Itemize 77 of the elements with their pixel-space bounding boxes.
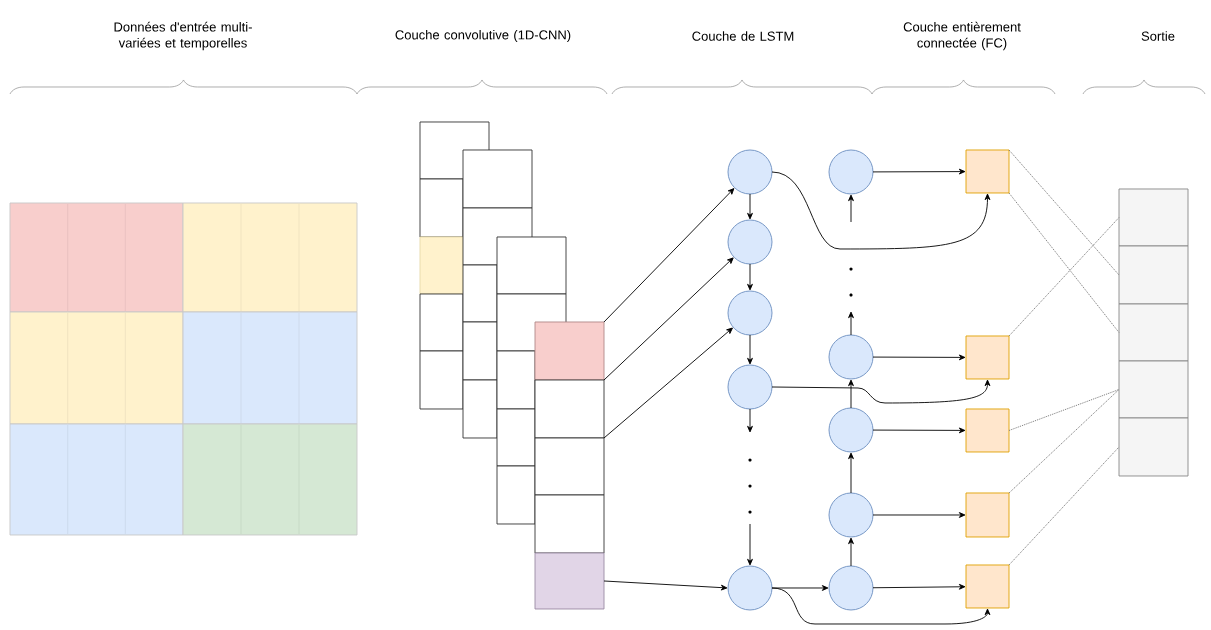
lstm-cell bbox=[828, 149, 874, 195]
arrow bbox=[603, 580, 728, 591]
curved-arrow bbox=[771, 171, 991, 250]
input-cell bbox=[9, 311, 184, 425]
arrow bbox=[747, 334, 753, 365]
feature-map-cell bbox=[496, 236, 567, 295]
feature-map-cell bbox=[462, 149, 533, 209]
feature-map-cell bbox=[534, 437, 605, 496]
lstm-cell bbox=[727, 149, 773, 195]
connection-line bbox=[1008, 149, 1120, 276]
curved-arrow bbox=[771, 379, 991, 404]
dense-unit bbox=[965, 492, 1010, 538]
feature-map-cell bbox=[534, 379, 605, 439]
feature-map-cell bbox=[419, 350, 464, 410]
arrow bbox=[848, 452, 854, 494]
feature-map-cell bbox=[496, 465, 536, 525]
dense-unit bbox=[965, 335, 1010, 380]
section-heading: Couche convolutive (1D-CNN) bbox=[395, 29, 571, 43]
feature-map-cell bbox=[534, 321, 605, 381]
arrow bbox=[747, 408, 753, 433]
arrow bbox=[747, 263, 753, 291]
feature-map-cell bbox=[419, 178, 464, 238]
dense-unit bbox=[965, 564, 1010, 609]
connection-line bbox=[1008, 446, 1120, 566]
arrow bbox=[872, 427, 966, 434]
section-heading: Couche entièrement connectée (FC) bbox=[903, 21, 1021, 51]
feature-map-cell bbox=[462, 321, 498, 381]
arrow bbox=[747, 193, 753, 220]
lstm-cell bbox=[828, 492, 874, 538]
output-cell bbox=[1118, 245, 1189, 305]
feature-map-cell bbox=[496, 408, 536, 467]
arrow bbox=[872, 512, 966, 518]
output-cell bbox=[1118, 360, 1189, 419]
curved-arrow bbox=[771, 587, 991, 625]
section-heading: Sortie bbox=[1141, 31, 1175, 41]
feature-map-cell bbox=[462, 264, 498, 323]
lstm-cell bbox=[727, 290, 773, 336]
feature-map-cell bbox=[496, 350, 536, 410]
feature-map-cell bbox=[419, 293, 464, 352]
lstm-cell bbox=[727, 364, 773, 410]
feature-map-cell bbox=[419, 236, 464, 295]
dense-unit bbox=[965, 408, 1010, 453]
input-cell bbox=[9, 423, 184, 536]
feature-map-cell bbox=[534, 494, 605, 554]
lstm-cell bbox=[828, 565, 874, 611]
arrow bbox=[603, 188, 735, 323]
connection-line bbox=[1008, 389, 1120, 494]
connection-line bbox=[1008, 192, 1120, 333]
arrow bbox=[872, 583, 966, 590]
lstm-cell bbox=[727, 565, 773, 611]
lstm-cell bbox=[727, 219, 773, 265]
input-cell bbox=[182, 311, 358, 425]
lstm-cell bbox=[828, 334, 874, 380]
arrow bbox=[848, 537, 854, 567]
arrow bbox=[771, 585, 829, 591]
dense-unit bbox=[965, 149, 1010, 194]
arrow bbox=[603, 257, 734, 381]
arrow bbox=[848, 311, 854, 336]
output-cell bbox=[1118, 303, 1189, 362]
connection-line bbox=[1008, 217, 1120, 337]
output-cell bbox=[1118, 188, 1189, 247]
feature-map-cell bbox=[462, 379, 498, 439]
arrow bbox=[603, 327, 733, 439]
section-heading: Données d'entrée multi-variées et temporelles bbox=[114, 21, 252, 51]
section-heading: Couche de LSTM bbox=[692, 31, 794, 41]
arrow bbox=[872, 168, 966, 175]
input-cell bbox=[9, 202, 184, 313]
lstm-cell bbox=[828, 407, 874, 453]
input-cell bbox=[182, 202, 358, 313]
input-cell bbox=[182, 423, 358, 536]
connection-line bbox=[1008, 389, 1120, 431]
arrow bbox=[848, 379, 854, 409]
output-cell bbox=[1118, 417, 1189, 477]
arrow bbox=[872, 354, 966, 361]
arrow bbox=[848, 194, 854, 223]
feature-map-cell bbox=[534, 552, 605, 610]
arrow bbox=[747, 523, 753, 566]
